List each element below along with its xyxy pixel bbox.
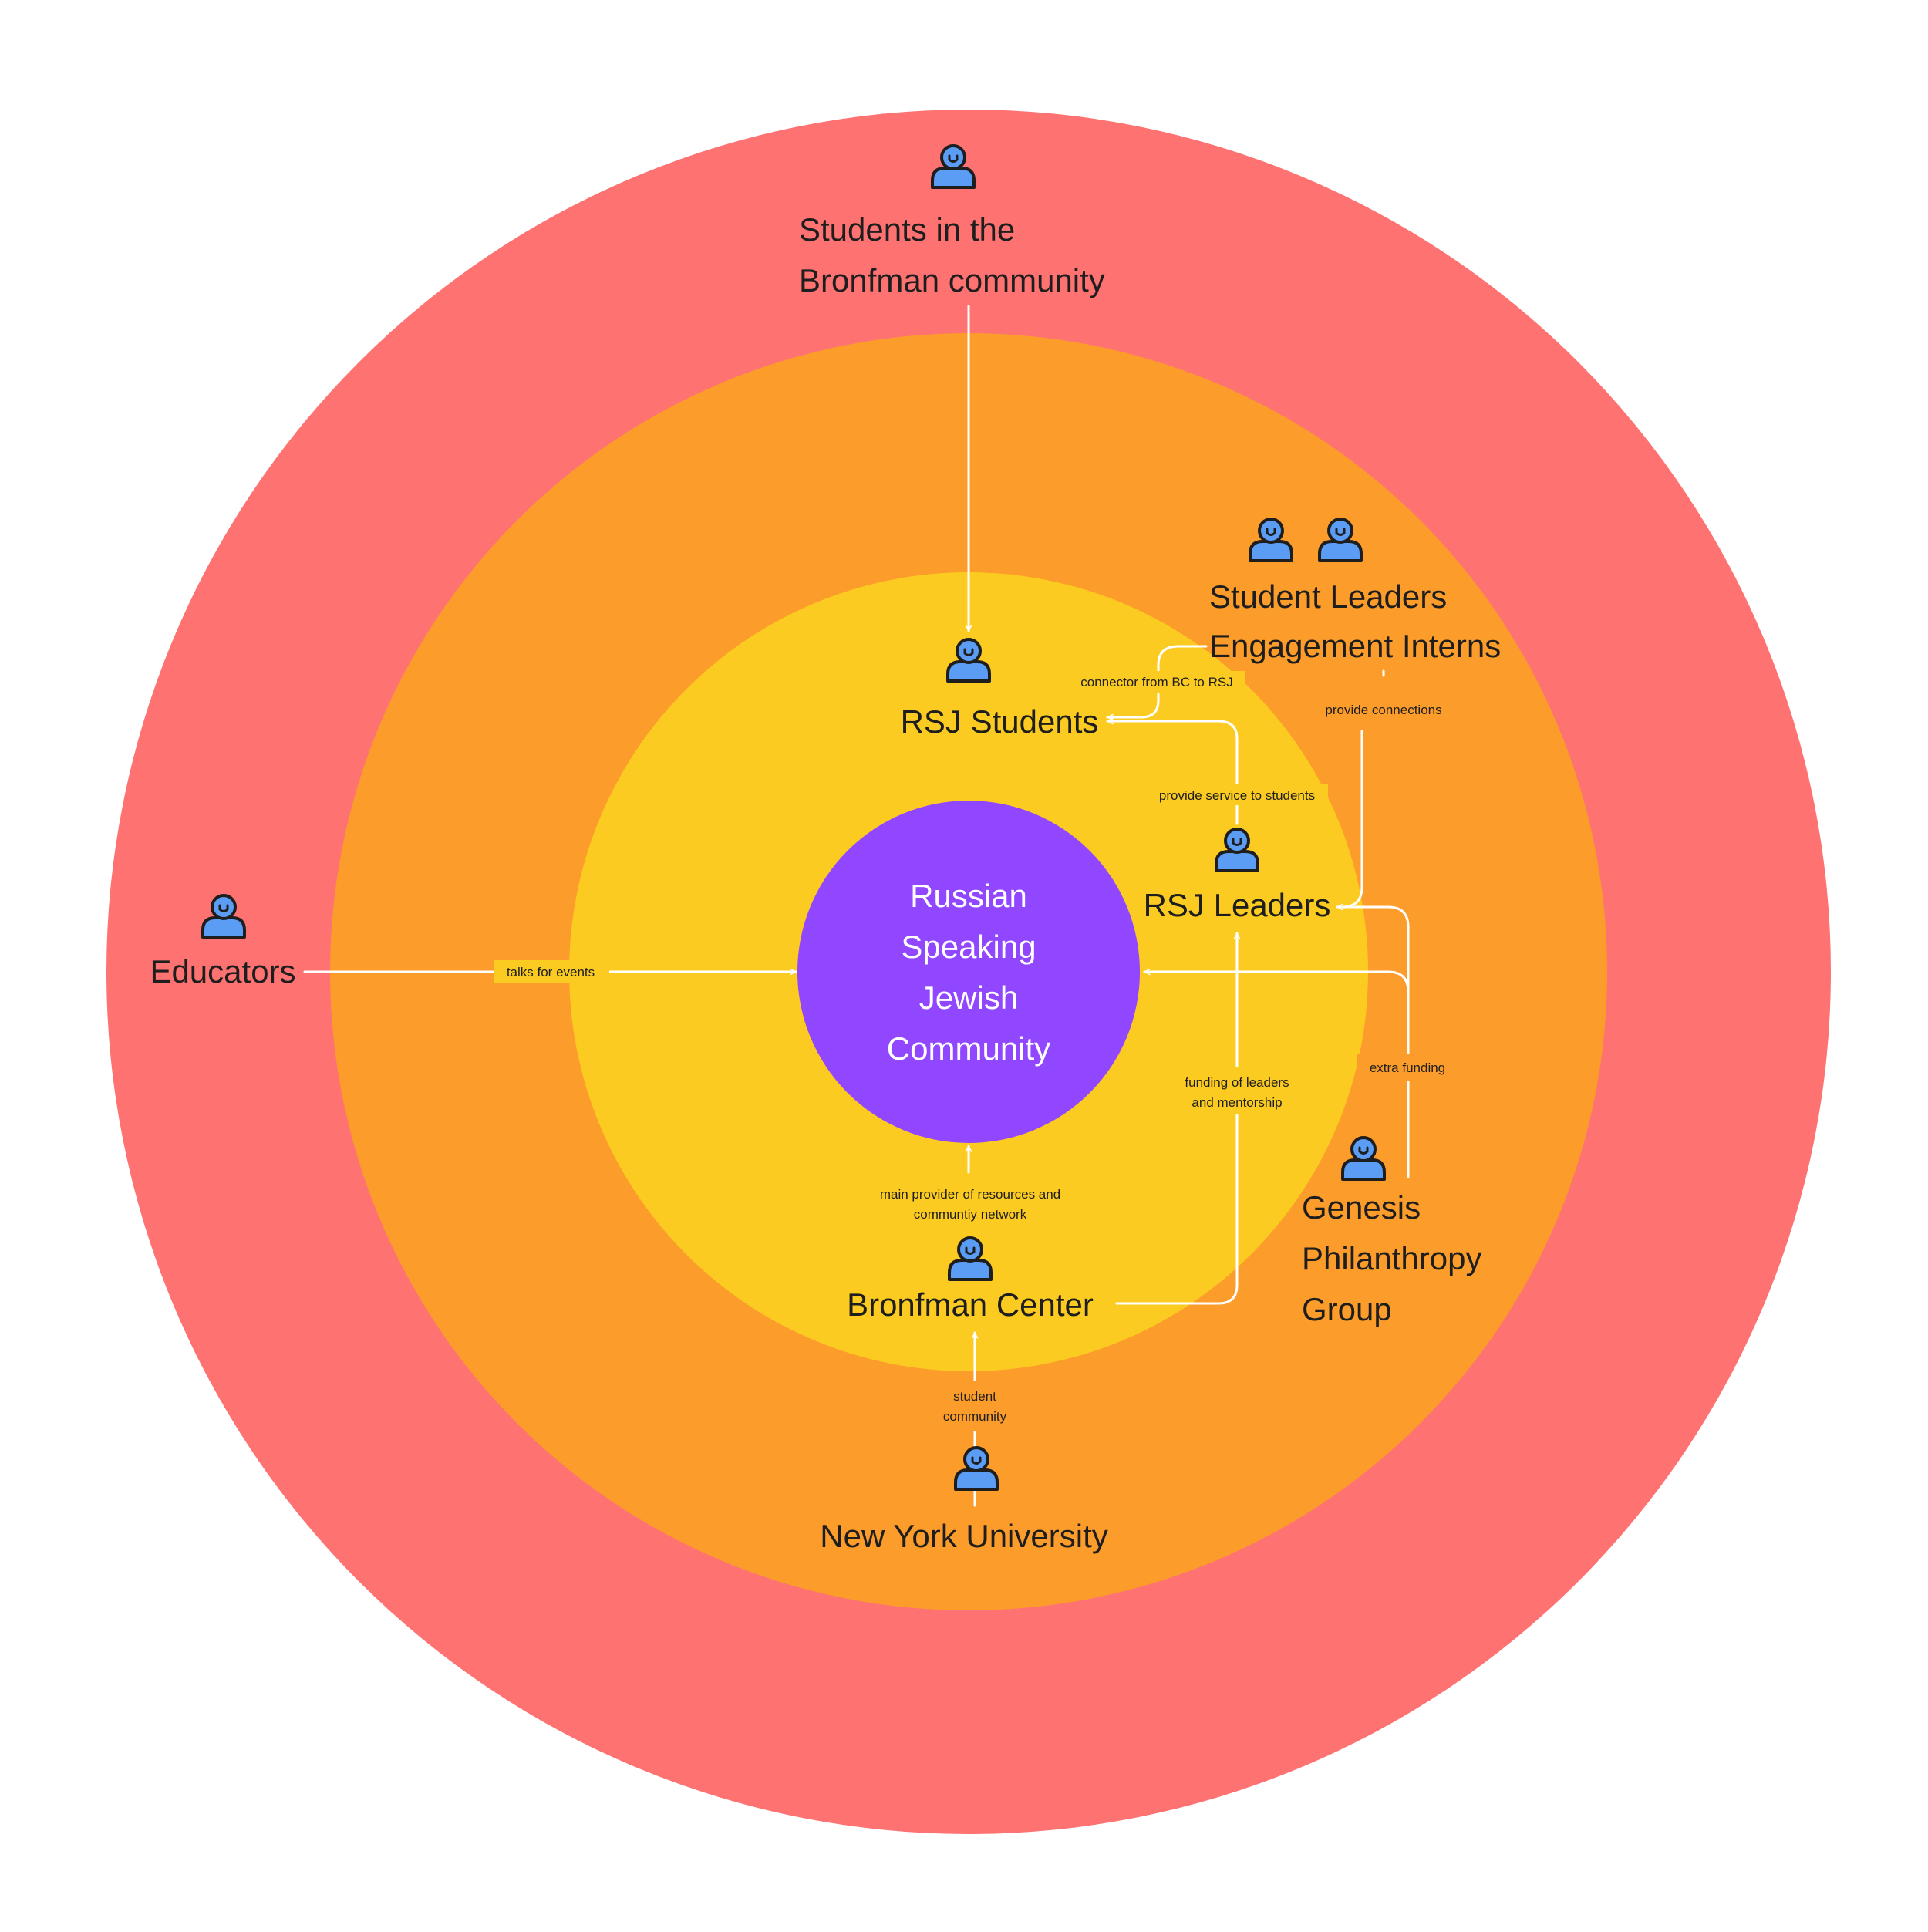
- person-icon: [1215, 828, 1259, 872]
- edge-label-funding-leaders: and mentorship: [1192, 1095, 1282, 1110]
- person-icon: [931, 144, 976, 189]
- label-student-leaders: Student Leaders: [1209, 578, 1447, 615]
- person-icon: [1249, 518, 1293, 562]
- core-label-line: Jewish: [919, 979, 1018, 1016]
- edge-label-main-provider: main provider of resources and: [880, 1187, 1060, 1202]
- person-icons: [201, 144, 1386, 1491]
- edge-bronfman-center-to-rsj-leaders: [1115, 932, 1241, 1305]
- edge-label-provide-connections: provide connections: [1325, 703, 1441, 717]
- edge-label-funding-leaders: funding of leaders: [1185, 1075, 1289, 1090]
- label-bronfman-center: Bronfman Center: [847, 1286, 1094, 1323]
- person-icon: [946, 638, 991, 683]
- edge-genesis-to-rsj-leaders: [1336, 903, 1410, 996]
- label-genesis: Group: [1302, 1291, 1392, 1327]
- edge-rsj-leaders-to-rsj-students: [1106, 717, 1239, 825]
- edge-labels: connector from BC to RSJ provide connect…: [494, 671, 1459, 1431]
- label-bronfman-students: Students in the: [799, 211, 1015, 248]
- core-label: Russian Speaking Jewish Community: [887, 878, 1050, 1067]
- label-genesis: Philanthropy: [1302, 1240, 1481, 1276]
- core-circle: [797, 801, 1140, 1143]
- person-icon: [1318, 518, 1363, 562]
- core-label-line: Speaking: [901, 929, 1036, 965]
- label-educators: Educators: [150, 953, 295, 990]
- edge-label-student-community: community: [943, 1409, 1007, 1424]
- edge-label-connector-bc-rsj: connector from BC to RSJ: [1080, 675, 1232, 690]
- person-icon: [201, 894, 246, 939]
- edge-label-talks-for-events: talks for events: [507, 965, 595, 979]
- label-rsj-leaders: RSJ Leaders: [1144, 887, 1331, 923]
- edge-label-student-community: student: [953, 1389, 996, 1404]
- edge-label-provide-service: provide service to students: [1159, 788, 1315, 803]
- label-bronfman-students: Bronfman community: [799, 262, 1105, 298]
- node-labels: Students in the Bronfman community Stude…: [150, 211, 1501, 1554]
- label-genesis: Genesis: [1302, 1189, 1421, 1226]
- edge-label-main-provider: communtiy network: [914, 1207, 1027, 1222]
- core-label-line: Community: [887, 1030, 1050, 1067]
- person-icon: [1341, 1136, 1386, 1181]
- core-label-line: Russian: [910, 878, 1027, 914]
- edge-label-extra-funding: extra funding: [1370, 1060, 1445, 1075]
- label-student-leaders: Engagement Interns: [1209, 628, 1501, 664]
- person-icon: [948, 1236, 993, 1281]
- person-icon: [954, 1446, 999, 1491]
- label-nyu: New York University: [820, 1518, 1107, 1554]
- connectors: [303, 305, 1410, 1507]
- label-rsj-students: RSJ Students: [901, 703, 1099, 740]
